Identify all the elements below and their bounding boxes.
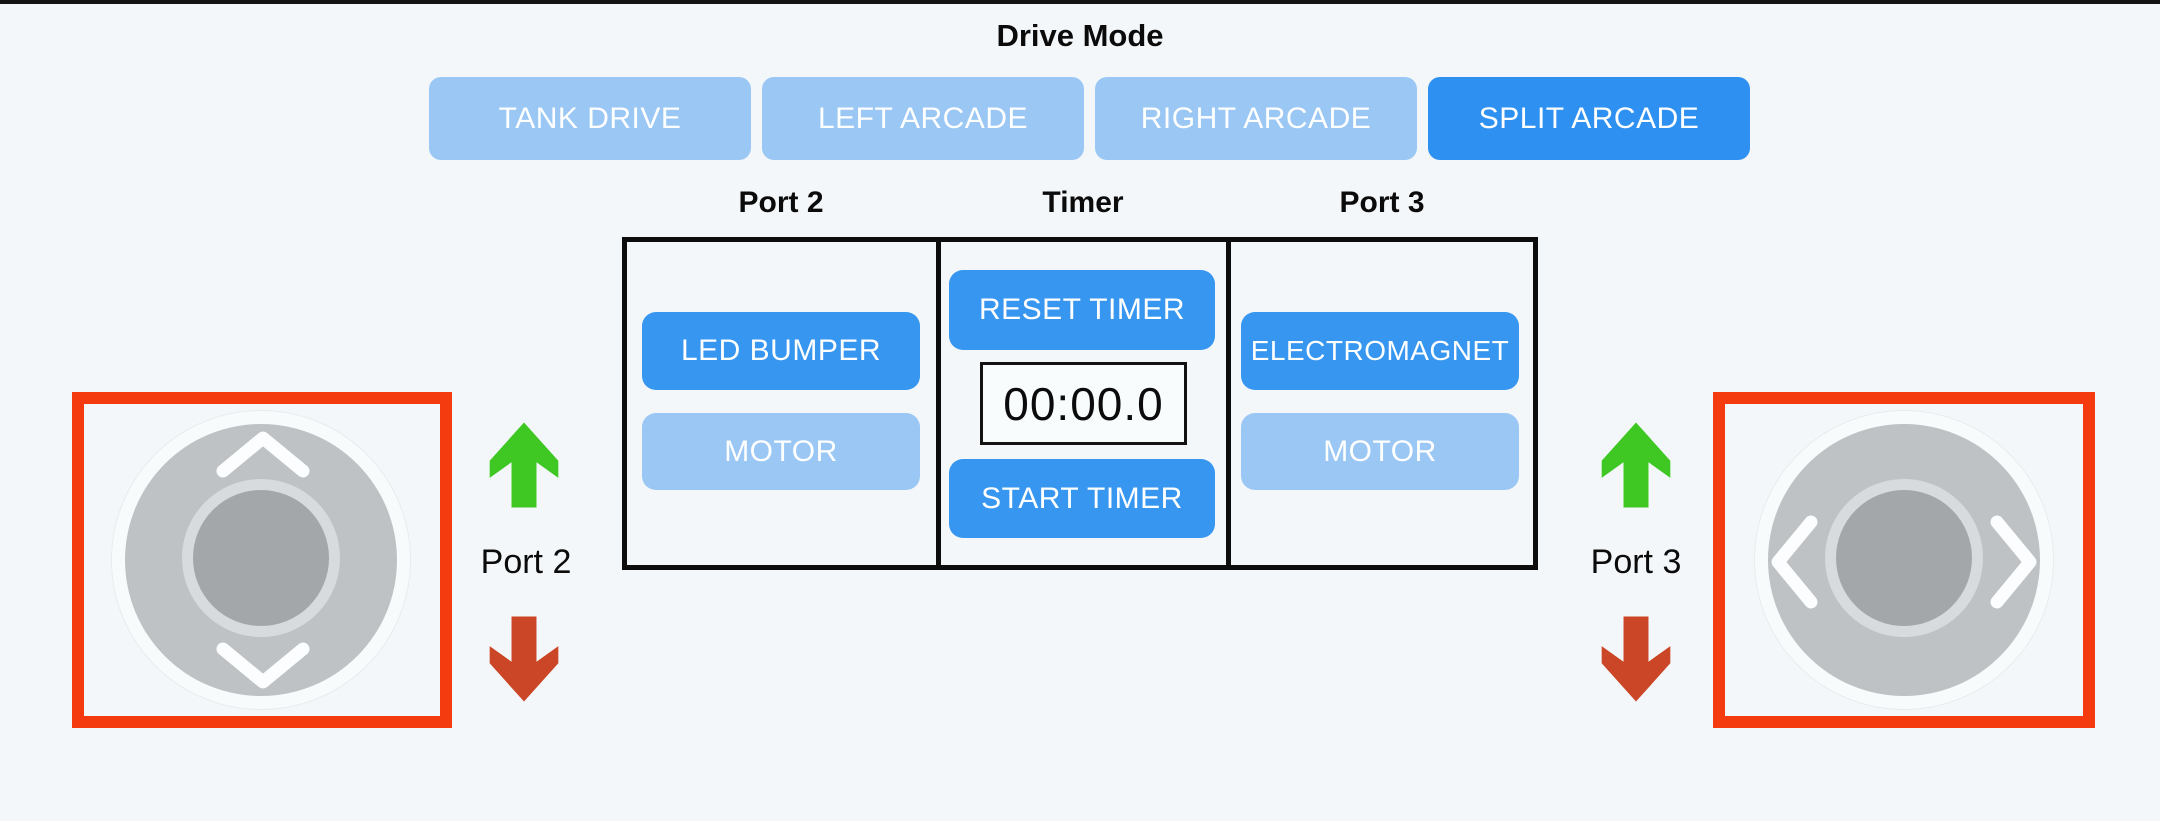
port2-column-header: Port 2 xyxy=(738,186,824,219)
timer-column-header: Timer xyxy=(1042,186,1124,219)
port3-column-header: Port 3 xyxy=(1339,186,1425,219)
electromagnet-button[interactable]: ELECTROMAGNET xyxy=(1241,312,1519,390)
port2-motor-button[interactable]: MOTOR xyxy=(642,413,920,490)
left-joystick-up-chevron-icon xyxy=(216,431,310,478)
left-joystick-down-chevron-icon xyxy=(216,642,310,689)
port3-motor-button[interactable]: MOTOR xyxy=(1241,413,1519,490)
tank-drive-button[interactable]: TANK DRIVE xyxy=(429,77,751,160)
split-arcade-button[interactable]: SPLIT ARCADE xyxy=(1428,77,1750,160)
panel-divider-left xyxy=(936,237,941,570)
top-border-line xyxy=(0,0,2160,4)
left-arcade-button[interactable]: LEFT ARCADE xyxy=(762,77,1084,160)
start-timer-button[interactable]: START TIMER xyxy=(949,459,1215,538)
right-arcade-button[interactable]: RIGHT ARCADE xyxy=(1095,77,1417,160)
right-joystick-highlight-frame xyxy=(1713,392,2095,728)
port3-up-arrow-icon xyxy=(1601,422,1671,508)
drive-mode-title: Drive Mode xyxy=(996,18,1164,53)
right-joystick-right-chevron-icon xyxy=(1990,515,2037,609)
right-joystick-left-chevron-icon xyxy=(1771,515,1818,609)
port2-joystick-label: Port 2 xyxy=(480,543,572,581)
port2-down-arrow-icon xyxy=(489,616,559,702)
left-joystick-knob[interactable] xyxy=(182,479,340,637)
port3-joystick-label: Port 3 xyxy=(1590,543,1682,581)
port2-up-arrow-icon xyxy=(489,422,559,508)
right-joystick-knob[interactable] xyxy=(1825,479,1983,637)
reset-timer-button[interactable]: RESET TIMER xyxy=(949,270,1215,350)
port3-down-arrow-icon xyxy=(1601,616,1671,702)
control-panel-frame xyxy=(622,237,1538,570)
timer-display: 00:00.0 xyxy=(980,362,1187,445)
led-bumper-button[interactable]: LED BUMPER xyxy=(642,312,920,390)
panel-divider-right xyxy=(1226,237,1231,570)
left-joystick-highlight-frame xyxy=(72,392,452,728)
